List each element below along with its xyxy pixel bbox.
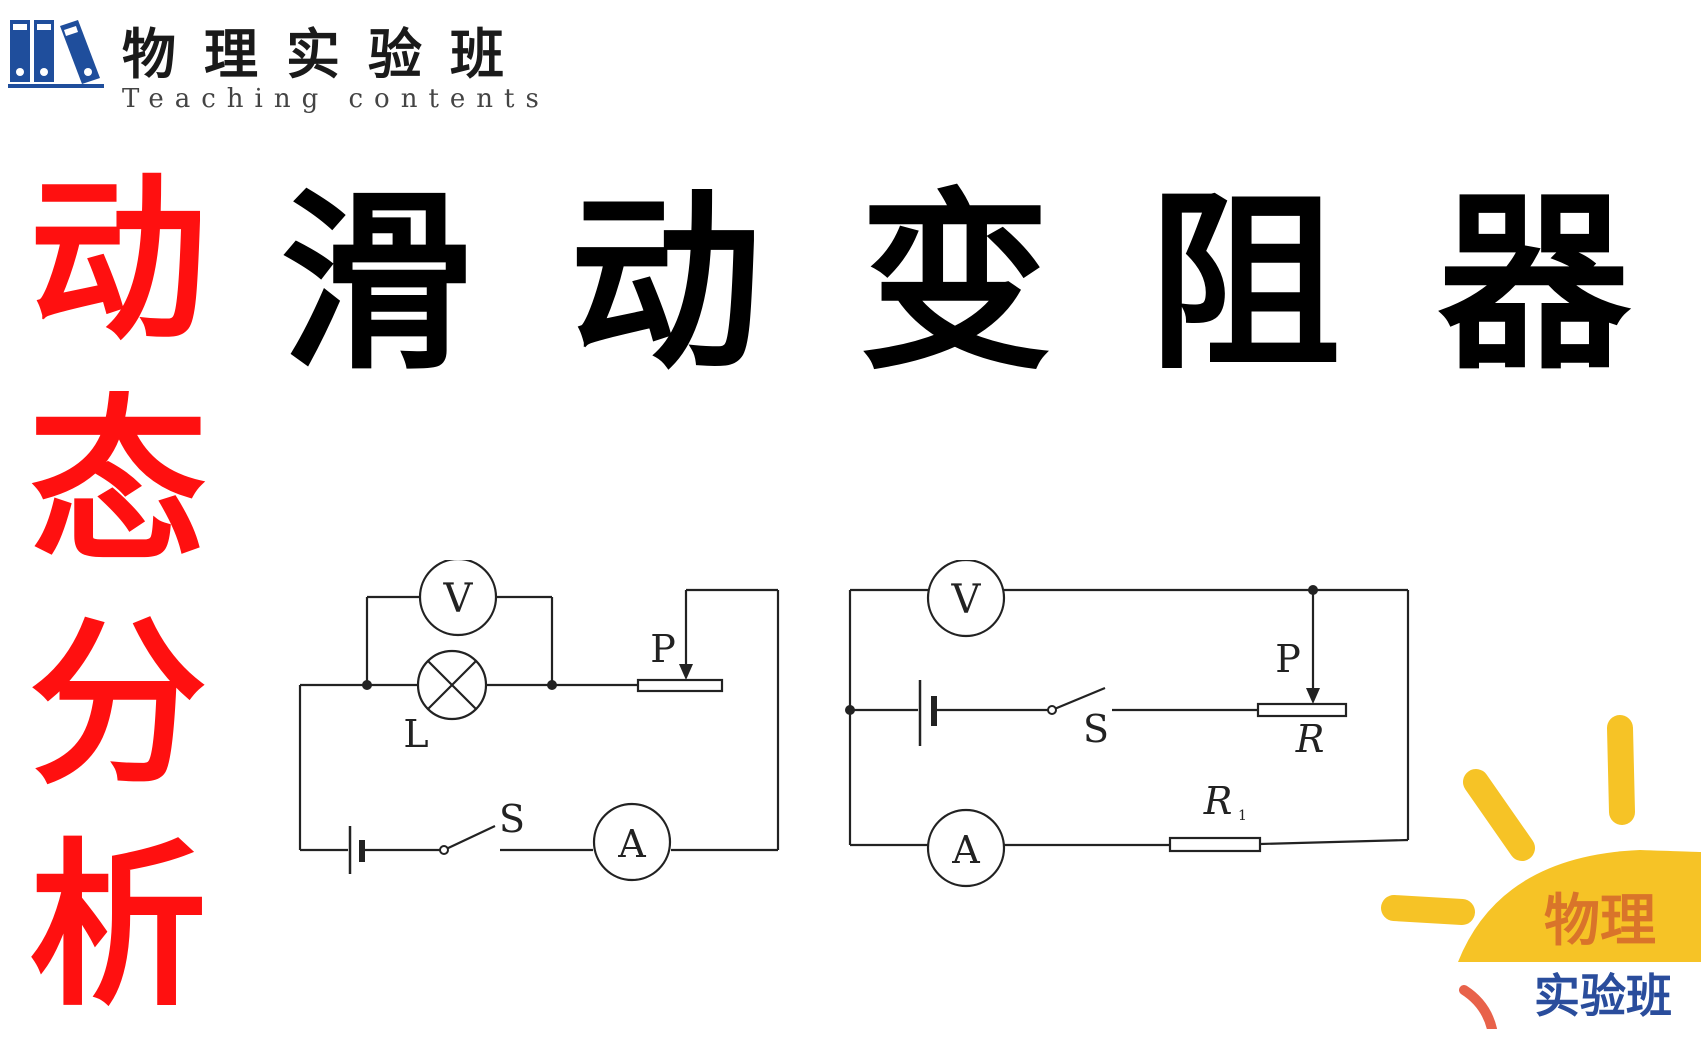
resistor-label: R bbox=[1203, 779, 1233, 823]
sun-logo-icon: 物理 实验班 bbox=[1381, 715, 1701, 1029]
switch-label: S bbox=[1083, 707, 1109, 751]
main-title-char: 阻 bbox=[1148, 173, 1341, 396]
side-title: 动 态 分 析 bbox=[28, 150, 208, 1038]
resistor-subscript: 1 bbox=[1238, 808, 1247, 824]
switch-label: S bbox=[499, 797, 525, 841]
ammeter-label: A bbox=[951, 828, 980, 872]
sun-logo-text-line1: 物理 bbox=[1544, 889, 1656, 954]
brand-subtitle: Teaching contents bbox=[122, 84, 550, 114]
books-logo-icon bbox=[8, 20, 104, 88]
main-title-char: 变 bbox=[859, 173, 1051, 396]
main-title-char: 滑 bbox=[280, 173, 472, 396]
ammeter-label: A bbox=[617, 822, 646, 866]
slider-label: P bbox=[1275, 637, 1301, 681]
voltmeter-label: V bbox=[443, 576, 474, 622]
side-title-char: 动 bbox=[29, 157, 207, 364]
lamp-label: L bbox=[403, 712, 428, 756]
main-title-char: 动 bbox=[569, 173, 762, 396]
main-title: 滑 动 变 阻 器 bbox=[280, 175, 1630, 395]
main-title-char: 器 bbox=[1438, 173, 1630, 396]
circuit-diagram-left: V L A S P bbox=[298, 560, 780, 882]
side-title-char: 分 bbox=[29, 601, 207, 808]
side-title-char: 态 bbox=[29, 379, 207, 586]
side-title-char: 析 bbox=[29, 823, 207, 1030]
slider-label: P bbox=[650, 627, 676, 671]
circuit-diagram-right: V A S P R R 1 bbox=[845, 560, 1410, 888]
rheostat-label: R bbox=[1295, 717, 1325, 761]
sun-logo-text-line2: 实验班 bbox=[1534, 969, 1672, 1023]
brand-name: 物理实验班 bbox=[122, 22, 532, 86]
voltmeter-label: V bbox=[951, 577, 982, 623]
